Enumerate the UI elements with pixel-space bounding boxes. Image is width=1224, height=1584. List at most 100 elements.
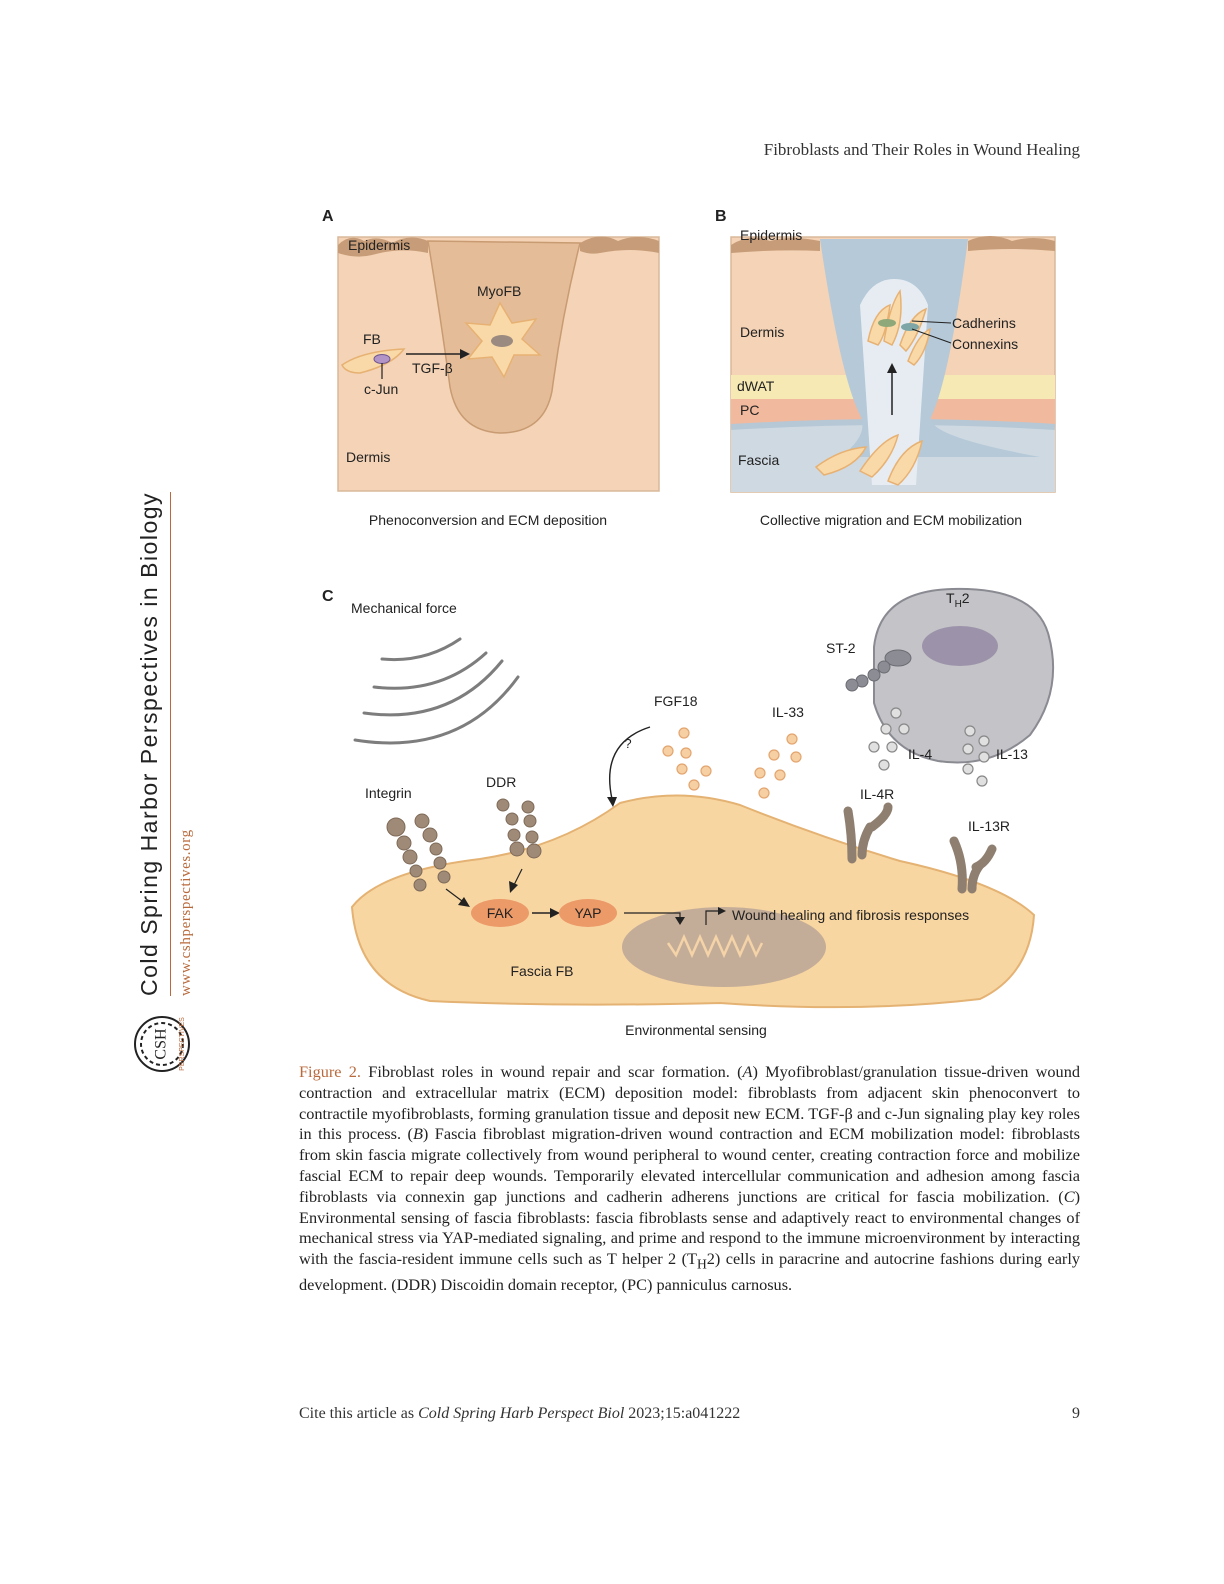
integrin-label: Integrin bbox=[365, 785, 412, 801]
fgf18-autocrine-arrow bbox=[608, 726, 651, 800]
panel-a-letter: A bbox=[322, 208, 334, 225]
mechanical-force-waves bbox=[353, 637, 520, 745]
ddr-receptor bbox=[496, 798, 542, 859]
panel-b-dwat-label: dWAT bbox=[737, 378, 775, 394]
th2-cell bbox=[873, 587, 1055, 764]
fgf18-molecules bbox=[662, 727, 712, 791]
fgf18-autocrine-arrowhead bbox=[607, 797, 617, 807]
caption-letter-b: B bbox=[412, 1124, 423, 1144]
panel-c-letter: C bbox=[322, 588, 334, 605]
mechanical-force-label: Mechanical force bbox=[351, 600, 457, 616]
journal-url-vertical[interactable]: www.cshperspectives.org bbox=[178, 829, 194, 996]
logo-subtext: PERSPECTIVES bbox=[179, 1017, 186, 1071]
panel-a-epidermis-left bbox=[338, 237, 428, 257]
panel-c: C Mechanical force Fascia FB Integrin D bbox=[322, 587, 1055, 1038]
panel-b-dermis-label: Dermis bbox=[740, 324, 784, 340]
response-label: Wound healing and fibrosis responses bbox=[732, 907, 969, 923]
panel-a-myofb-label: MyoFB bbox=[477, 283, 521, 299]
cite-prefix: Cite this article as bbox=[299, 1405, 419, 1422]
caption-title: Fibroblast roles in wound repair and sca… bbox=[368, 1062, 743, 1081]
panel-a-fb-label: FB bbox=[363, 331, 381, 347]
dna-icon bbox=[666, 933, 764, 959]
th2-label: TH2 bbox=[946, 590, 970, 610]
panel-b-letter: B bbox=[715, 208, 727, 225]
yap-to-nucleus-line bbox=[624, 912, 681, 917]
yap-label: YAP bbox=[575, 905, 602, 921]
panel-b: B Epidermis Dermis dWAT PC Fascia Cadher… bbox=[715, 208, 1056, 528]
panel-a-epidermis-label: Epidermis bbox=[348, 237, 410, 253]
il33-label: IL-33 bbox=[772, 704, 804, 720]
question-label: ? bbox=[624, 736, 631, 751]
caption-th-subscript: H bbox=[696, 1256, 707, 1272]
caption-letter-a: A bbox=[742, 1062, 753, 1081]
transcription-arrowhead bbox=[718, 907, 726, 915]
transcription-arrow bbox=[705, 910, 720, 925]
connexin-junction bbox=[901, 323, 919, 331]
panel-c-caption: Environmental sensing bbox=[625, 1022, 767, 1038]
figure-caption: Figure 2. Fibroblast roles in wound repa… bbox=[299, 1062, 1080, 1296]
panel-a-cjun-label: c-Jun bbox=[364, 381, 398, 397]
fascia-fb-nucleus bbox=[622, 907, 826, 987]
caption-text-c: ) Environmental sensing of fascia fibrob… bbox=[299, 1186, 1080, 1269]
caption-text-end: 2) cells in paracrine and autocrine fash… bbox=[299, 1249, 1081, 1295]
panel-b-pc-label: PC bbox=[740, 402, 759, 418]
il4r-receptor bbox=[843, 802, 893, 864]
th2-nucleus bbox=[922, 626, 998, 666]
il13-label: IL-13 bbox=[996, 746, 1028, 762]
yap-to-nucleus-arrowhead bbox=[675, 917, 685, 925]
fak-node bbox=[471, 899, 529, 927]
ddr-label: DDR bbox=[486, 774, 516, 790]
il4-molecules bbox=[868, 707, 910, 771]
logo-text: CSH bbox=[153, 1028, 170, 1060]
panel-a-dermis-label: Dermis bbox=[346, 449, 390, 465]
integrin-to-fak-line bbox=[445, 888, 463, 902]
cite-ref: 2023;15:a041222 bbox=[624, 1405, 741, 1422]
panel-b-cadherins-label: Cadherins bbox=[952, 315, 1016, 331]
il4r-label: IL-4R bbox=[860, 786, 894, 802]
caption-letter-c: C bbox=[1063, 1186, 1075, 1206]
citation-line: Cite this article as Cold Spring Harb Pe… bbox=[299, 1405, 740, 1423]
caption-text-a: ) Myofibroblast/granulation tissue-drive… bbox=[299, 1062, 1080, 1144]
tgfb-arrowhead bbox=[460, 349, 470, 359]
integrin-receptor bbox=[386, 813, 451, 892]
figure-2: A Epidermis MyoFB FB TGF-β c-Jun Dermis … bbox=[322, 208, 1056, 1038]
connexins-pointer bbox=[911, 328, 952, 344]
ddr-to-fak-arrowhead bbox=[509, 881, 518, 893]
panel-a: A Epidermis MyoFB FB TGF-β c-Jun Dermis … bbox=[322, 208, 660, 528]
st2-receptor bbox=[845, 649, 912, 692]
panel-a-epidermis-right bbox=[580, 236, 659, 254]
il13r-label: IL-13R bbox=[968, 818, 1010, 834]
migration-arrowhead bbox=[887, 363, 897, 373]
panel-a-caption: Phenoconversion and ECM deposition bbox=[369, 512, 607, 528]
cadherins-pointer bbox=[911, 320, 952, 324]
il13-molecules bbox=[962, 725, 990, 787]
fak-label: FAK bbox=[487, 905, 514, 921]
caption-text-b: ) Fascia fibroblast migration-driven wou… bbox=[299, 1124, 1081, 1206]
panel-b-epidermis-left bbox=[731, 237, 820, 253]
panel-b-connexins-label: Connexins bbox=[952, 336, 1018, 352]
panel-b-fascia-label: Fascia bbox=[738, 452, 779, 468]
fibroblast-cell bbox=[341, 348, 406, 374]
panel-b-caption: Collective migration and ECM mobilizatio… bbox=[760, 512, 1022, 528]
running-title: Fibroblasts and Their Roles in Wound Hea… bbox=[763, 140, 1080, 159]
panel-b-fascia-fibroblasts bbox=[814, 433, 924, 486]
il13r-receptor bbox=[949, 836, 997, 894]
cite-journal: Cold Spring Harb Perspect Biol bbox=[418, 1405, 625, 1422]
fibroblast-nucleus bbox=[373, 354, 391, 364]
logo-ring bbox=[134, 1016, 190, 1072]
fak-to-yap-arrowhead bbox=[550, 908, 560, 918]
panel-a-tgfb-label: TGF-β bbox=[412, 360, 453, 376]
page-number: 9 bbox=[1072, 1405, 1080, 1422]
csh-logo: CSH PERSPECTIVES bbox=[134, 1016, 190, 1072]
ddr-to-fak-line bbox=[513, 868, 523, 886]
figure-label: Figure 2. bbox=[299, 1062, 361, 1081]
il33-molecules bbox=[754, 733, 802, 799]
il4-label: IL-4 bbox=[908, 746, 932, 762]
fgf18-label: FGF18 bbox=[654, 693, 698, 709]
fascia-fibroblast-cell bbox=[350, 794, 1036, 1009]
fascia-fb-label: Fascia FB bbox=[510, 963, 573, 979]
st2-label: ST-2 bbox=[826, 640, 856, 656]
panel-b-epidermis-label: Epidermis bbox=[740, 227, 802, 243]
sidebar-divider bbox=[170, 492, 171, 996]
myofibroblast-nucleus bbox=[491, 335, 513, 347]
